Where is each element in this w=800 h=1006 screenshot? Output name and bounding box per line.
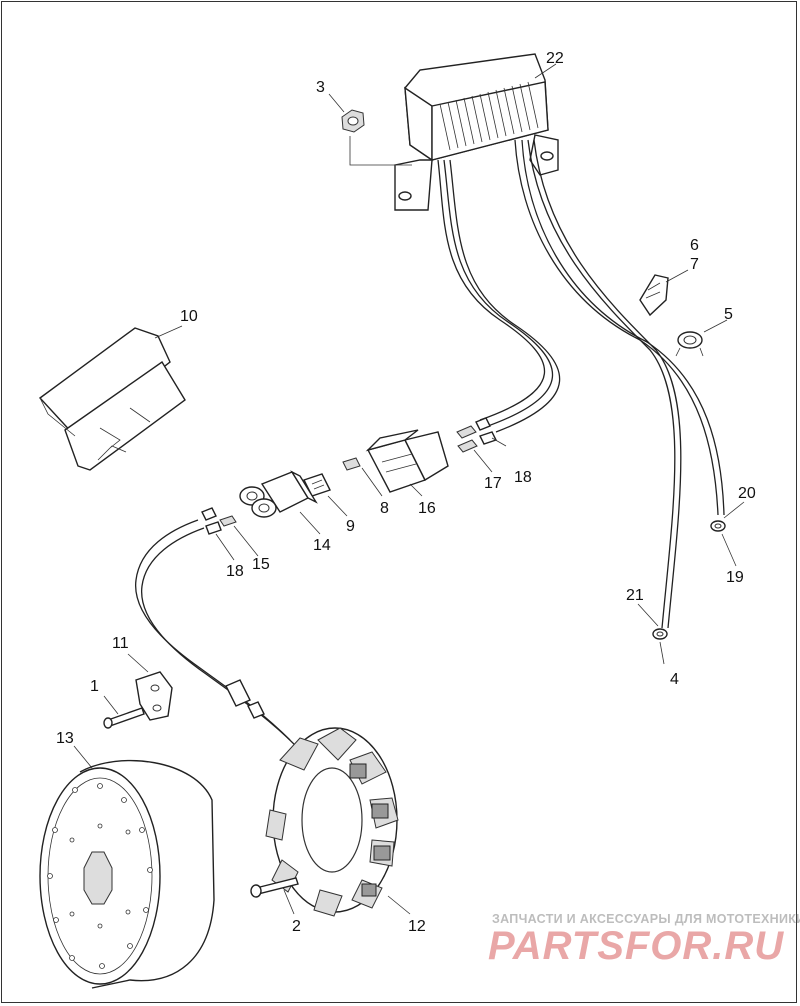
callout-8: 8 xyxy=(380,500,389,517)
bracket-screw xyxy=(103,707,145,729)
spade-terminals-upper xyxy=(456,417,497,453)
callout-labels: 22 3 6 7 5 10 18 17 16 8 9 14 15 18 20 1… xyxy=(56,50,756,935)
voltage-regulator xyxy=(394,53,559,211)
callout-18-lower: 18 xyxy=(226,563,244,580)
watermark-caption: ЗАПЧАСТИ И АКСЕССУАРЫ ДЛЯ МОТОТЕХНИКИ xyxy=(492,912,800,926)
spade-terminals-lower xyxy=(201,507,237,535)
callout-20: 20 xyxy=(738,485,756,502)
mounting-bracket xyxy=(135,671,173,721)
rotor xyxy=(39,760,215,989)
callout-9: 9 xyxy=(346,518,355,535)
watermark-logo: PARTSFOR.RU xyxy=(488,924,785,968)
callout-3: 3 xyxy=(316,79,325,96)
callout-1: 1 xyxy=(90,678,99,695)
callout-21: 21 xyxy=(626,587,644,604)
callout-14: 14 xyxy=(313,537,331,554)
callout-15: 15 xyxy=(252,556,270,573)
callout-12: 12 xyxy=(408,918,426,935)
callout-19: 19 xyxy=(726,569,744,586)
callout-4: 4 xyxy=(670,671,679,688)
callout-6: 6 xyxy=(690,237,699,254)
leader-lines xyxy=(73,63,745,915)
stator-plug xyxy=(239,470,318,518)
callout-13: 13 xyxy=(56,730,74,747)
callout-2: 2 xyxy=(292,918,301,935)
callout-7: 7 xyxy=(690,256,699,273)
terminal-locks xyxy=(303,457,361,497)
lock-nut xyxy=(341,109,412,166)
stator xyxy=(265,727,399,917)
callout-17: 17 xyxy=(484,475,502,492)
stator-screw xyxy=(250,877,299,898)
callout-16: 16 xyxy=(418,500,436,517)
connector-housing xyxy=(365,429,449,493)
regulator-wire-harness xyxy=(437,139,725,629)
regulator-cover xyxy=(38,327,186,471)
callout-5: 5 xyxy=(724,306,733,323)
wire-clips xyxy=(639,274,704,357)
callout-18-upper: 18 xyxy=(514,469,532,486)
callout-22: 22 xyxy=(546,50,564,67)
callout-10: 10 xyxy=(180,308,198,325)
ring-terminals xyxy=(652,520,726,640)
stator-lead xyxy=(135,519,297,747)
callout-11: 11 xyxy=(112,635,129,652)
